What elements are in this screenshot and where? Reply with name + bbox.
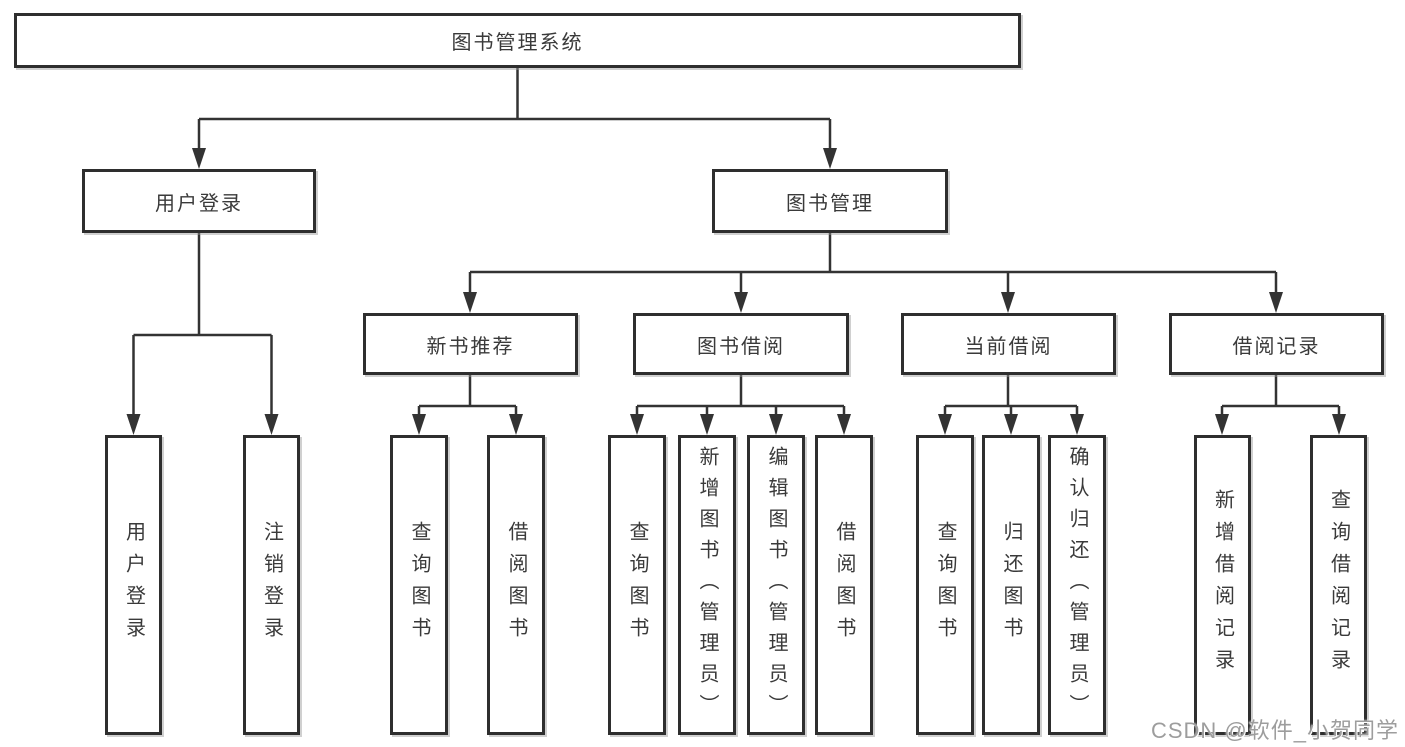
node-book-borrowing: 图书借阅 — [633, 313, 849, 375]
leaf-user-login: 用户登录 — [105, 435, 162, 735]
node-library-management-system: 图书管理系统 — [14, 13, 1021, 68]
node-user-login: 用户登录 — [82, 169, 316, 233]
leaf-logout-login: 注销登录 — [243, 435, 300, 735]
node-borrowing-records: 借阅记录 — [1169, 313, 1384, 375]
arrowhead-icons — [126, 148, 1346, 435]
leaf-return-books: 归还图书 — [982, 435, 1040, 735]
leaf-edit-books-admin: 编辑图书（管理员） — [747, 435, 805, 735]
node-current-borrowing: 当前借阅 — [901, 313, 1116, 375]
leaf-borrow-books-recommend: 借阅图书 — [487, 435, 545, 735]
leaf-add-books-admin: 新增图书（管理员） — [678, 435, 736, 735]
leaf-add-borrow-record: 新增借阅记录 — [1194, 435, 1251, 735]
node-new-book-recommendation: 新书推荐 — [363, 313, 578, 375]
leaf-query-borrow-record: 查询借阅记录 — [1310, 435, 1367, 735]
leaf-query-books-borrowing: 查询图书 — [608, 435, 666, 735]
node-book-management: 图书管理 — [712, 169, 948, 233]
leaf-borrow-books-borrowing: 借阅图书 — [815, 435, 873, 735]
csdn-watermark: CSDN @软件_小贺同学 — [1150, 718, 1399, 743]
leaf-confirm-return-admin: 确认归还（管理员） — [1048, 435, 1106, 735]
leaf-query-books-current: 查询图书 — [916, 435, 974, 735]
leaf-query-books-recommend: 查询图书 — [390, 435, 448, 735]
